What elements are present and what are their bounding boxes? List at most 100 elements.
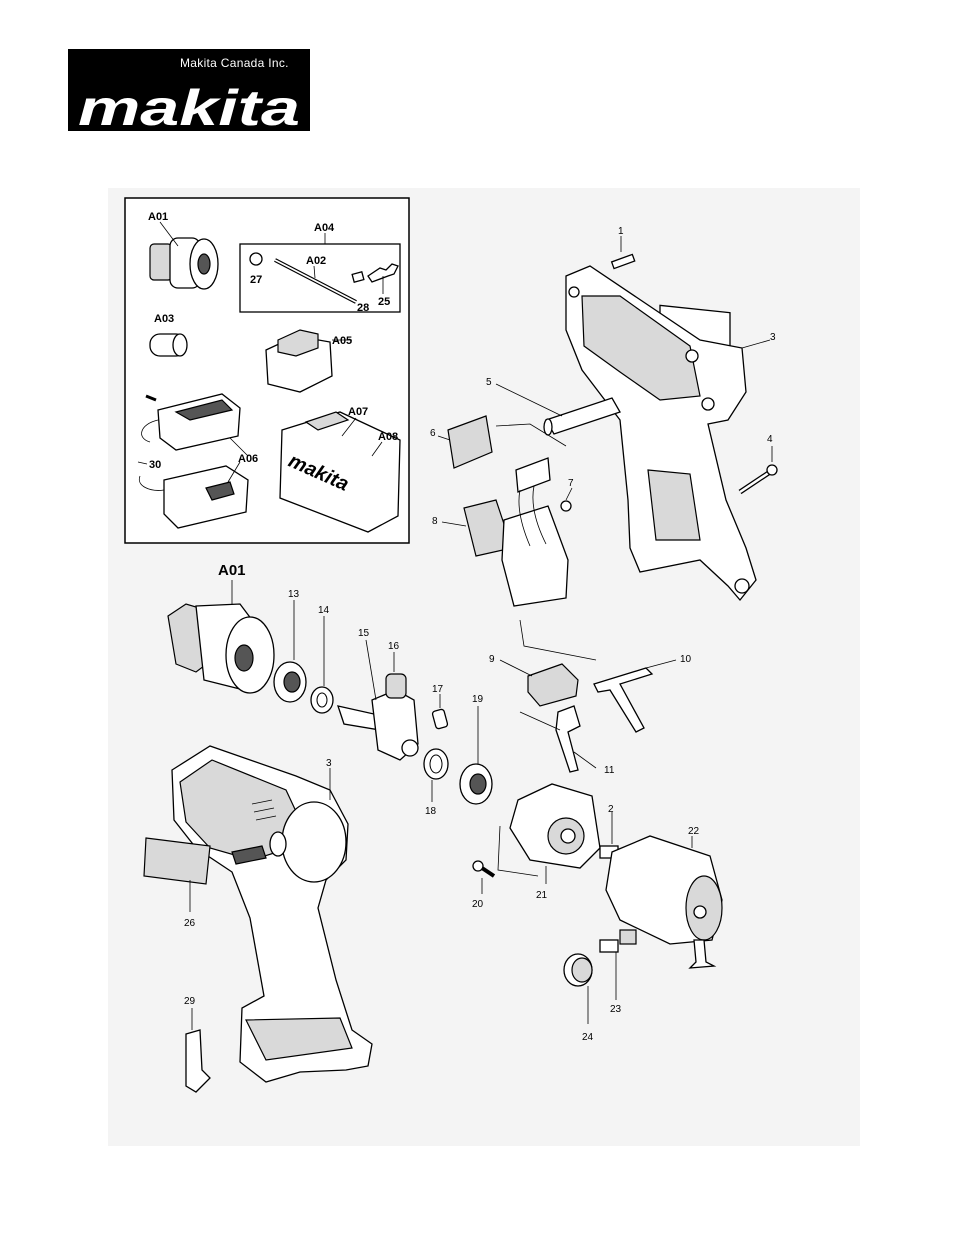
label-10: 10 (680, 654, 692, 665)
label-27: 27 (250, 274, 262, 286)
part-20-screw: 20 (472, 825, 539, 910)
clip-29-body (185, 1029, 211, 1093)
label-a06: A06 (238, 453, 258, 465)
label-3-upper: 3 (770, 332, 776, 343)
kit-charger-a06 (141, 393, 249, 457)
makita-wordmark: makita (78, 80, 300, 131)
kit-part-a03: A03 (149, 313, 188, 357)
pin-17-body (431, 708, 449, 730)
label-9: 9 (489, 654, 495, 665)
leader-11 (573, 751, 597, 769)
label-1: 1 (618, 226, 624, 237)
housing-base (245, 1017, 353, 1061)
label-7: 7 (568, 478, 574, 489)
label-3-lower: 3 (326, 758, 332, 769)
label-a02: A02 (306, 255, 326, 267)
label-26-plate (143, 837, 211, 885)
connector-20 (497, 825, 539, 877)
part-28-shape (351, 271, 365, 283)
bearing-19-inner (469, 773, 487, 795)
label-20: 20 (472, 899, 484, 910)
part-16-gear: 16 (385, 641, 407, 699)
leader-30 (137, 461, 148, 465)
charger-base-body (163, 465, 249, 529)
part-10-bracket: 10 (593, 654, 692, 733)
screw-4-shaft-highlight (739, 470, 771, 494)
part-8-switch: 8 (432, 457, 569, 607)
makita-wordmark-text: makita (78, 80, 300, 131)
label-2: 2 (608, 804, 614, 815)
makita-canada-logo: Makita Canada Inc. makita (68, 49, 310, 131)
screw-20-shaft (480, 866, 496, 878)
label-29: 29 (184, 996, 196, 1007)
charger-display (174, 399, 234, 421)
leader-a02 (313, 265, 316, 279)
handle-grip-cavity (647, 469, 701, 541)
leader-15 (365, 639, 377, 701)
part-4-screw: 4 (738, 434, 778, 495)
bracket-10-body (593, 667, 654, 733)
flange-21-bore (560, 828, 576, 844)
leader-7 (565, 487, 573, 501)
washer-14-hole (316, 692, 328, 708)
accessory-kit-box: A01 A04 27 A02 28 25 A03 (124, 197, 410, 544)
part-a03-cap-end (172, 333, 188, 357)
label-a05: A05 (332, 335, 352, 347)
screw-1-body (610, 253, 636, 270)
label-13: 13 (288, 589, 300, 600)
label-16: 16 (388, 641, 400, 652)
part-29-clip: 29 (184, 996, 211, 1093)
handle-boss-2 (701, 397, 715, 411)
charger-base-cord (138, 475, 165, 491)
part-27-shape (249, 252, 263, 266)
charger-plug (145, 394, 157, 402)
chuck-rear-bore (234, 644, 254, 672)
leader-5 (495, 383, 563, 417)
kit-carry-case-a07: makita A07 A08 (279, 406, 401, 533)
cap-24-face (571, 957, 593, 983)
lever-5-end (543, 418, 553, 436)
motor-22-bushing (693, 905, 707, 919)
label-a04: A04 (314, 222, 335, 234)
spindle-15-pin (401, 739, 419, 757)
label-19: 19 (472, 694, 484, 705)
screw-20-head (472, 860, 484, 872)
brush-23-body (619, 929, 637, 945)
switch-wires (518, 485, 547, 547)
leader-a06-upper (229, 437, 249, 457)
leader-3-upper (741, 339, 771, 349)
handle-boss-4 (734, 578, 750, 594)
a04-frame (239, 243, 401, 313)
label-22: 22 (688, 826, 700, 837)
kit-chuck-nose (149, 243, 173, 281)
block-9-body (527, 663, 579, 707)
handle-boss-3 (568, 286, 580, 298)
label-4: 4 (767, 434, 773, 445)
housing-switch-window (269, 831, 287, 857)
housing-main: 3 (171, 745, 373, 1083)
part-a02-rod-highlight (274, 259, 357, 303)
leader-6 (437, 435, 451, 441)
plate-6-body (447, 415, 493, 469)
housing-vents (251, 799, 277, 821)
connector-9 (519, 619, 597, 661)
part-17-pin: 17 (431, 684, 449, 730)
label-6: 6 (430, 428, 436, 439)
part-25-key (367, 263, 399, 283)
label-21: 21 (536, 890, 548, 901)
ring-18-hole (429, 754, 443, 774)
part-18-ring: 18 (423, 748, 449, 817)
part-24-cap: 24 (563, 953, 594, 1043)
clip-11-body (555, 705, 581, 773)
label-11: 11 (604, 765, 615, 776)
label-28: 28 (357, 302, 369, 314)
handle-boss-1 (685, 349, 699, 363)
kit-charger-base: A06 30 (137, 453, 258, 529)
kit-subset-a04: A04 27 A02 28 25 (239, 222, 401, 314)
part-9-block: 9 (489, 619, 597, 707)
motor-22-terminal (688, 939, 717, 969)
leader-10 (645, 659, 677, 669)
housing-direction-switch (231, 845, 267, 865)
brush-23-holder (599, 939, 619, 953)
